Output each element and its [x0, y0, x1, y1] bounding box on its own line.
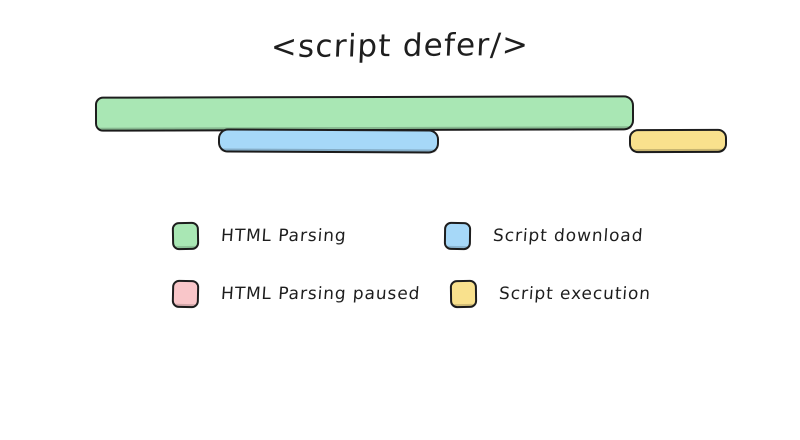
legend-swatch-script-execution [449, 279, 478, 309]
legend-swatch-html-parsing [171, 221, 200, 251]
legend: HTML Parsing Script download HTML Parsin… [171, 221, 652, 338]
legend-item-script-execution: Script execution [449, 279, 652, 309]
legend-row: HTML Parsing paused Script execution [171, 279, 652, 338]
page-title: <script defer/> [270, 26, 530, 66]
legend-item-html-parsing: HTML Parsing [171, 221, 348, 251]
legend-label-script-download: Script download [492, 226, 645, 246]
legend-label-html-parsing: HTML Parsing [220, 226, 348, 246]
legend-label-script-execution: Script execution [498, 284, 652, 304]
legend-item-script-download: Script download [443, 221, 645, 251]
legend-swatch-html-parsing-paused [171, 279, 200, 309]
timeline-bar-html-parsing [94, 95, 635, 132]
bar-shadow [631, 148, 726, 153]
timeline-bar-script-execution [628, 128, 728, 154]
bar-shadow [219, 148, 437, 153]
timeline-bar-script-download [217, 128, 440, 154]
legend-swatch-script-download [443, 221, 472, 251]
legend-row: HTML Parsing Script download [171, 221, 652, 280]
legend-label-html-parsing-paused: HTML Parsing paused [220, 284, 422, 304]
legend-item-html-parsing-paused: HTML Parsing paused [171, 279, 422, 309]
